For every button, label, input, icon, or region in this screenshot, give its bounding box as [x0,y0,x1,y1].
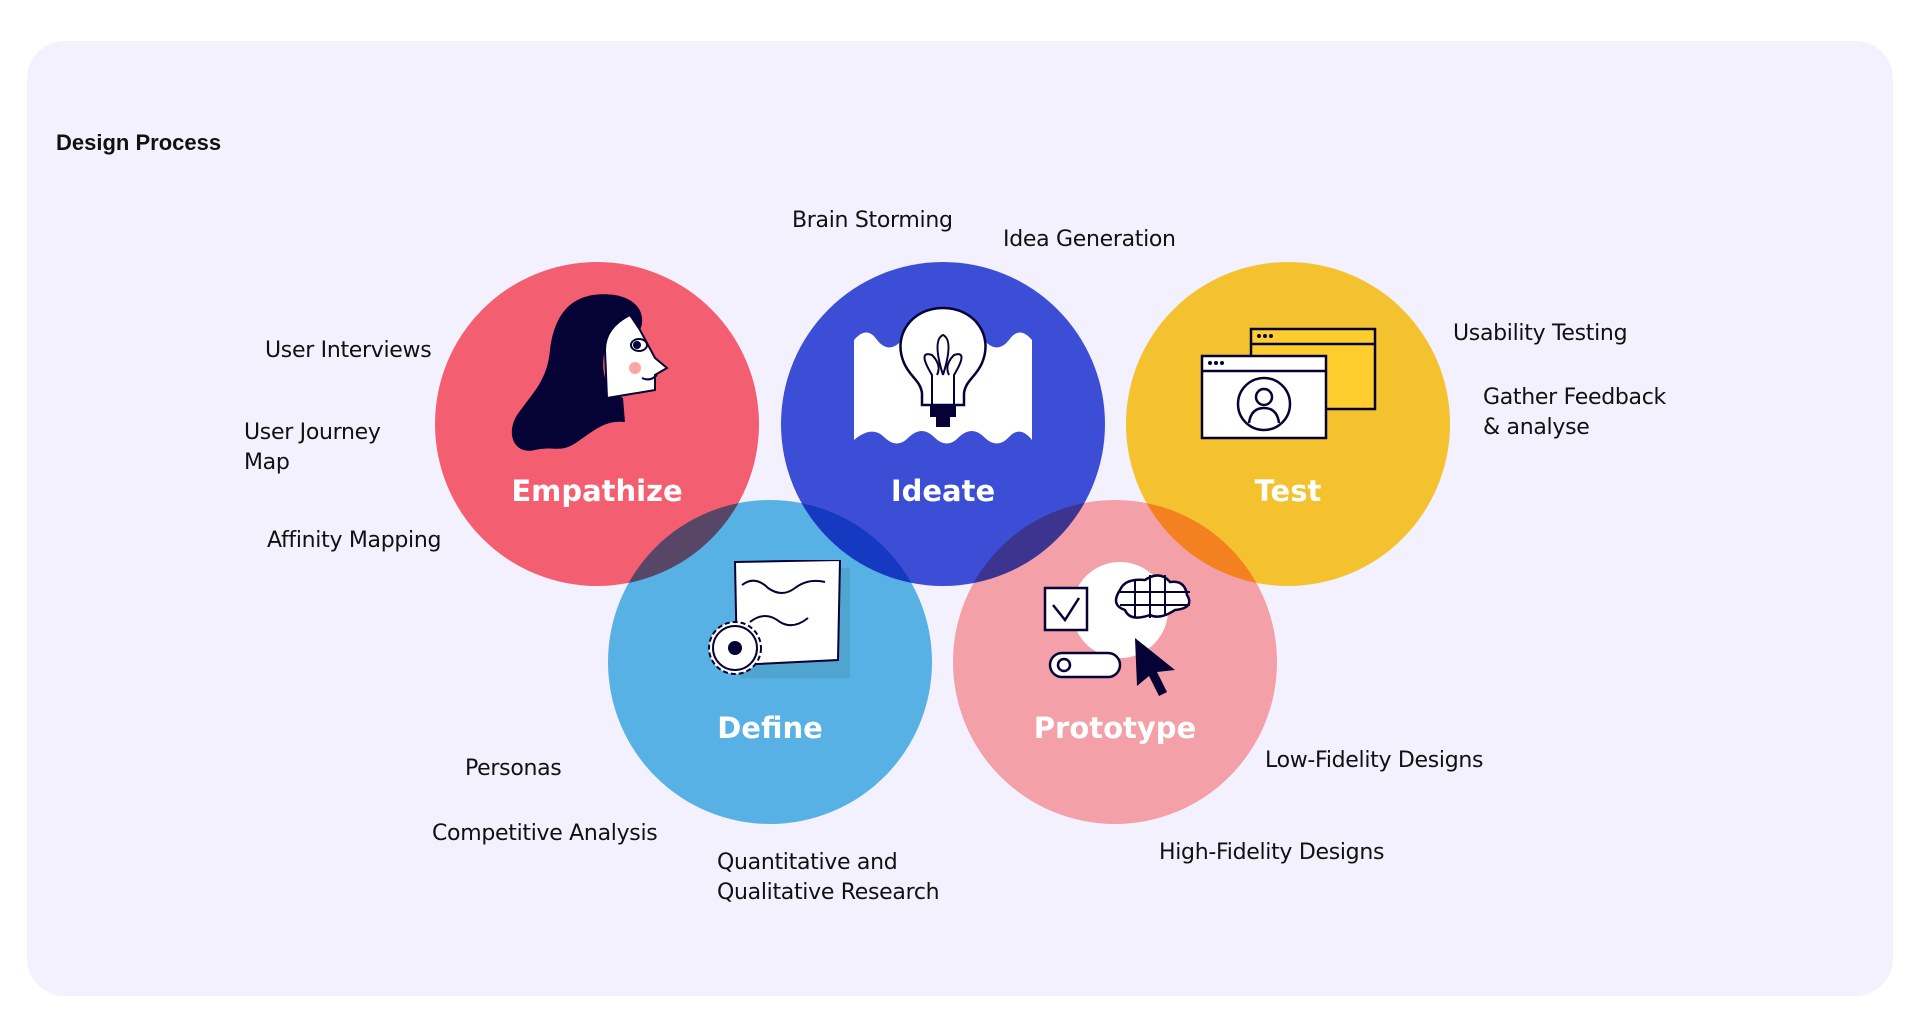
activity-usability-testing: Usability Testing [1453,321,1628,346]
lightbulb-icon [854,306,1032,444]
activity-qualitative-research: Qualitative Research [717,880,940,905]
activity-low-fidelity: Low-Fidelity Designs [1265,748,1484,773]
activity-competitive-analysis: Competitive Analysis [432,821,658,846]
woman-face-icon [511,294,669,451]
ui-components-cursor-icon [1043,562,1191,696]
diagram-title: Design Process [56,130,222,155]
activity-brain-storming: Brain Storming [792,208,953,233]
prototype-label: Prototype [1033,711,1197,745]
browser-windows-user-icon [1200,327,1377,440]
activity-user-journey: User Journey [244,420,381,445]
activity-high-fidelity: High-Fidelity Designs [1159,840,1385,865]
activity-affinity-mapping: Affinity Mapping [267,528,442,553]
test-label: Test [1254,474,1322,508]
empathize-label: Empathize [511,474,683,508]
activity-personas: Personas [465,756,562,781]
ideate-label: Ideate [890,474,996,508]
define-label: Define [717,711,823,745]
activity-user-journey-map: Map [244,450,290,475]
activity-idea-generation: Idea Generation [1003,227,1176,252]
activity-quantitative: Quantitative and [717,850,898,875]
activity-gather-feedback: Gather Feedback [1483,385,1666,410]
activity-user-interviews: User Interviews [265,338,432,363]
document-gear-icon [708,560,850,678]
activity-analyse: & analyse [1483,415,1590,440]
